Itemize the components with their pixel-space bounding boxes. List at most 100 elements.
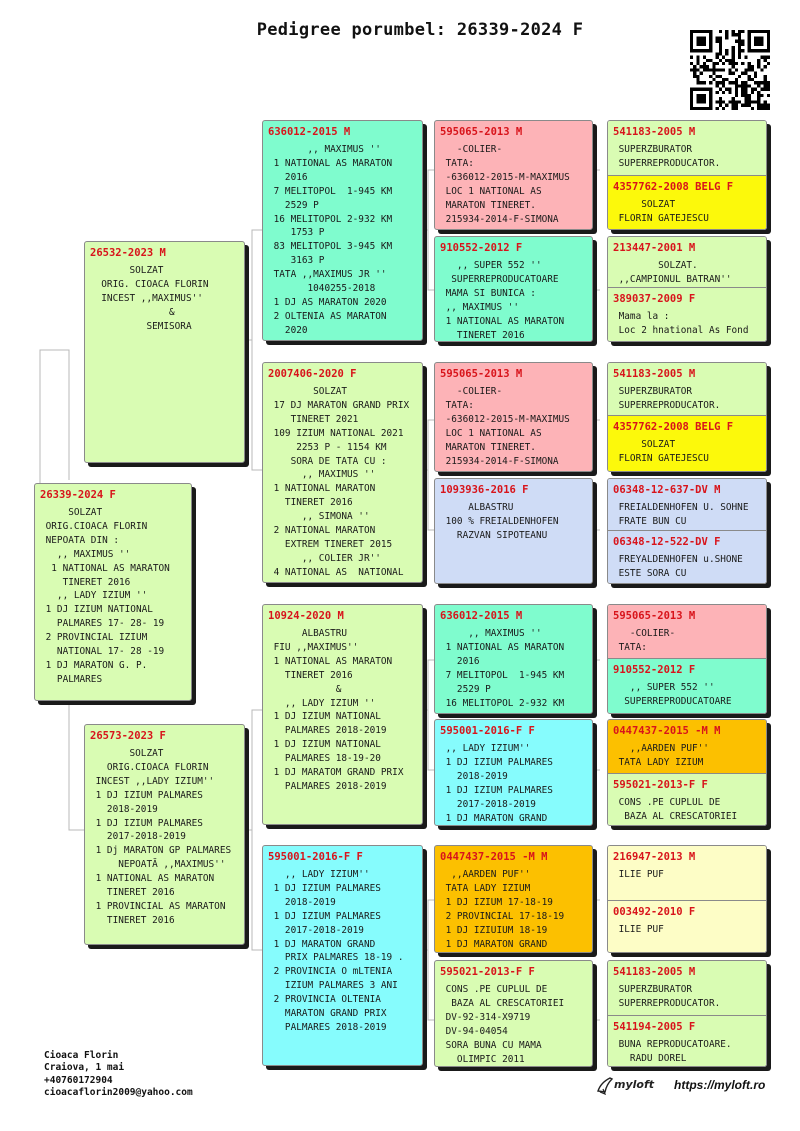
brand-logo-text: myloft [614, 1078, 655, 1091]
pigeon-id: 595001-2016-F F [440, 725, 535, 737]
myloft-logo[interactable]: myloft [594, 1073, 654, 1097]
pedigree-card-gen5-1[interactable]: 541183-2005 M SUPERZBURATOR SUPERREPRODU… [608, 121, 766, 175]
pedigree-card-gen5-pair-1: 541183-2005 M SUPERZBURATOR SUPERREPRODU… [607, 120, 767, 230]
pedigree-card-gen4-5[interactable]: 636012-2015 M ,, MAXIMUS '' 1 NATIONAL A… [434, 604, 593, 714]
owner-location: Craiova, 1 mai [44, 1062, 125, 1074]
pigeon-id: 26339-2024 F [40, 489, 116, 501]
owner-email[interactable]: cioacaflorin2009@yahoo.com [44, 1086, 193, 1098]
pedigree-card-gen5-5[interactable]: 541183-2005 M SUPERZBURATOR SUPERREPRODU… [608, 363, 766, 415]
pigeon-id: 595065-2013 M [613, 610, 696, 622]
pigeon-description: ILIE PUF [613, 869, 664, 880]
pigeon-description: ,, LADY IZIUM'' 1 DJ IZIUM PALMARES 2018… [445, 743, 553, 824]
pedigree-card-gen5-pair-5: 595065-2013 M -COLIER- TATA: 910552-2012… [607, 604, 767, 714]
pedigree-card-gen5-2[interactable]: 4357762-2008 BELG F SOLZAT FLORIN GATEJE… [608, 175, 766, 229]
pigeon-id: 541183-2005 M [613, 966, 696, 978]
pigeon-description: CONS .PE CUPLUL DE BAZA AL CRESCATORIEI [618, 797, 738, 822]
pedigree-card-sire-sire[interactable]: 636012-2015 M ,, MAXIMUS '' 1 NATIONAL A… [262, 120, 423, 341]
pedigree-card-gen4-8[interactable]: 595021-2013-F F CONS .PE CUPLUL DE BAZA … [434, 960, 593, 1067]
pedigree-card-sire-dam[interactable]: 2007406-2020 F SOLZAT 17 DJ MARATON GRAN… [262, 362, 423, 583]
pedigree-card-gen4-7[interactable]: 0447437-2015 -M M ,,AARDEN PUF'' TATA LA… [434, 845, 593, 953]
pedigree-card-gen5-13[interactable]: 216947-2013 M ILIE PUF [608, 846, 766, 900]
pigeon-description: SOLZAT. ,,CAMPIONUL BATRAN'' [618, 260, 732, 285]
pigeon-description: SUPERZBURATOR SUPERREPRODUCATOR. [618, 984, 721, 1009]
pedigree-card-gen5-6[interactable]: 4357762-2008 BELG F SOLZAT FLORIN GATEJE… [608, 415, 766, 471]
pedigree-card-gen5-pair-6: 0447437-2015 -M M ,,AARDEN PUF'' TATA LA… [607, 719, 767, 826]
pigeon-id: 595065-2013 M [440, 368, 523, 380]
pigeon-description: CONS .PE CUPLUL DE BAZA AL CRESCATORIEI … [445, 984, 565, 1065]
pedigree-card-sire[interactable]: 26532-2023 M SOLZAT ORIG. CIOACA FLORIN … [84, 241, 245, 463]
pigeon-description: ,, MAXIMUS '' 1 NATIONAL AS MARATON 2016… [445, 628, 565, 709]
pigeon-id: 213447-2001 M [613, 242, 696, 254]
pigeon-description: ,,AARDEN PUF'' TATA LADY IZIUM [618, 743, 709, 768]
pigeon-description: SOLZAT FLORIN GATEJESCU [618, 199, 709, 224]
pigeon-id: 06348-12-637-DV M [613, 484, 721, 496]
pedigree-card-gen4-2[interactable]: 910552-2012 F ,, SUPER 552 '' SUPERREPRO… [434, 236, 593, 342]
pedigree-card-gen4-3[interactable]: 595065-2013 M -COLIER- TATA: -636012-201… [434, 362, 593, 472]
pigeon-description: SOLZAT ORIG. CIOACA FLORIN INCEST ,,MAXI… [101, 265, 209, 332]
owner-phone[interactable]: +40760172904 [44, 1074, 113, 1086]
pigeon-description: SOLZAT ORIG.CIOACA FLORIN INCEST ,,LADY … [95, 748, 232, 926]
pedigree-card-gen5-15[interactable]: 541183-2005 M SUPERZBURATOR SUPERREPRODU… [608, 961, 766, 1015]
pigeon-description: ILIE PUF [613, 924, 664, 935]
qr-code [690, 30, 770, 110]
pigeon-description: FREYALDENHOFEN u.SHONE ESTE SORA CU [618, 554, 743, 579]
pigeon-description: ALBASTRU 100 % FREIALDENHOFEN RAZVAN SIP… [445, 502, 559, 541]
pedigree-card-gen5-4[interactable]: 389037-2009 F Mama la : Loc 2 hnational … [608, 287, 766, 341]
pigeon-description: Mama la : Loc 2 hnational As Fond [618, 311, 749, 336]
pigeon-id: 389037-2009 F [613, 293, 696, 305]
pedigree-card-gen5-16[interactable]: 541194-2005 F BUNA REPRODUCATOARE. RADU … [608, 1015, 766, 1066]
pigeon-id: 4357762-2008 BELG F [613, 421, 734, 433]
pedigree-card-gen5-pair-8: 541183-2005 M SUPERZBURATOR SUPERREPRODU… [607, 960, 767, 1067]
pedigree-card-dam[interactable]: 26573-2023 F SOLZAT ORIG.CIOACA FLORIN I… [84, 724, 245, 945]
pigeon-description: SOLZAT 17 DJ MARATON GRAND PRIX TINERET … [273, 386, 410, 578]
pedigree-card-dam-dam[interactable]: 595001-2016-F F ,, LADY IZIUM'' 1 DJ IZI… [262, 845, 423, 1066]
pedigree-card-gen4-4[interactable]: 1093936-2016 F ALBASTRU 100 % FREIALDENH… [434, 478, 593, 584]
pigeon-id: 003492-2010 F [613, 906, 696, 918]
pigeon-id: 541194-2005 F [613, 1021, 696, 1033]
pedigree-card-dam-sire[interactable]: 10924-2020 M ALBASTRU FIU ,,MAXIMUS'' 1 … [262, 604, 423, 825]
pigeon-id: 26532-2023 M [90, 247, 166, 259]
pedigree-card-gen5-pair-3: 541183-2005 M SUPERZBURATOR SUPERREPRODU… [607, 362, 767, 472]
pedigree-card-gen5-8[interactable]: 06348-12-522-DV F FREYALDENHOFEN u.SHONE… [608, 530, 766, 583]
pedigree-card-gen5-11[interactable]: 0447437-2015 -M M ,,AARDEN PUF'' TATA LA… [608, 720, 766, 773]
pigeon-description: SUPERZBURATOR SUPERREPRODUCATOR. [618, 386, 721, 411]
pigeon-description: ,,AARDEN PUF'' TATA LADY IZIUM 1 DJ IZIU… [445, 869, 565, 950]
owner-name: Cioaca Florin [44, 1050, 119, 1061]
pedigree-card-gen5-7[interactable]: 06348-12-637-DV M FREIALDENHOFEN U. SOHN… [608, 479, 766, 530]
pigeon-id: 910552-2012 F [613, 664, 696, 676]
pigeon-description: -COLIER- TATA: -636012-2015-M-MAXIMUS LO… [445, 386, 570, 467]
pigeon-description: -COLIER- TATA: [618, 628, 676, 653]
pigeon-description: ,, LADY IZIUM'' 1 DJ IZIUM PALMARES 2018… [273, 869, 404, 1033]
pedigree-card-gen4-6[interactable]: 595001-2016-F F ,, LADY IZIUM'' 1 DJ IZI… [434, 719, 593, 826]
pigeon-id: 2007406-2020 F [268, 368, 357, 380]
pigeon-id: 1093936-2016 F [440, 484, 529, 496]
pigeon-id: 595065-2013 M [440, 126, 523, 138]
pedigree-card-subject[interactable]: 26339-2024 F SOLZAT ORIG.CIOACA FLORIN N… [34, 483, 192, 701]
pigeon-description: ,, SUPER 552 '' SUPERREPRODUCATOARE [624, 682, 732, 707]
pigeon-id: 636012-2015 M [268, 126, 351, 138]
pigeon-description: FREIALDENHOFEN U. SOHNE FRATE BUN CU [618, 502, 749, 527]
pigeon-description: SOLZAT FLORIN GATEJESCU [618, 439, 709, 464]
pigeon-id: 910552-2012 F [440, 242, 523, 254]
pigeon-id: 0447437-2015 -M M [613, 725, 721, 737]
pigeon-description: -COLIER- TATA: -636012-2015-M-MAXIMUS LO… [445, 144, 570, 225]
pedigree-card-gen5-10[interactable]: 910552-2012 F ,, SUPER 552 '' SUPERREPRO… [608, 658, 766, 713]
pigeon-icon [597, 1077, 614, 1095]
pigeon-description: ALBASTRU FIU ,,MAXIMUS'' 1 NATIONAL AS M… [273, 628, 404, 792]
pigeon-description: BUNA REPRODUCATOARE. RADU DOREL [618, 1039, 732, 1064]
pedigree-card-gen5-9[interactable]: 595065-2013 M -COLIER- TATA: [608, 605, 766, 658]
page-title: Pedigree porumbel: 26339-2024 F [256, 20, 584, 40]
pedigree-card-gen5-pair-2: 213447-2001 M SOLZAT. ,,CAMPIONUL BATRAN… [607, 236, 767, 342]
pedigree-card-gen5-pair-4: 06348-12-637-DV M FREIALDENHOFEN U. SOHN… [607, 478, 767, 584]
brand-url-link[interactable]: https://myloft.ro [674, 1078, 766, 1092]
pigeon-id: 06348-12-522-DV F [613, 536, 721, 548]
pigeon-id: 595021-2013-F F [613, 779, 708, 791]
pigeon-id: 541183-2005 M [613, 126, 696, 138]
brand-footer: myloft https://myloft.ro [594, 1073, 774, 1097]
pedigree-card-gen5-14[interactable]: 003492-2010 F ILIE PUF [608, 900, 766, 952]
pedigree-card-gen5-12[interactable]: 595021-2013-F F CONS .PE CUPLUL DE BAZA … [608, 773, 766, 825]
pedigree-card-gen5-3[interactable]: 213447-2001 M SOLZAT. ,,CAMPIONUL BATRAN… [608, 237, 766, 287]
pigeon-id: 10924-2020 M [268, 610, 344, 622]
pedigree-card-gen4-1[interactable]: 595065-2013 M -COLIER- TATA: -636012-201… [434, 120, 593, 230]
